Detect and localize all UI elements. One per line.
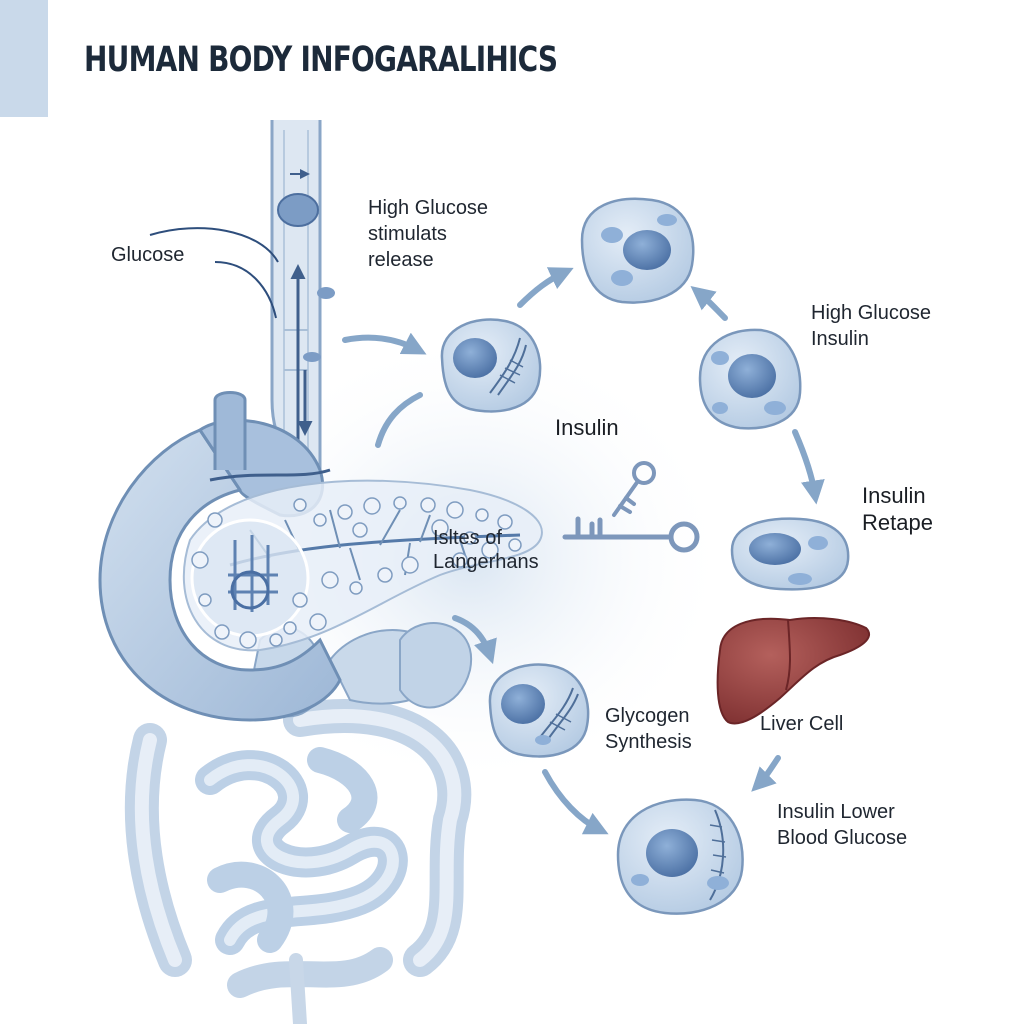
flow-arrows <box>342 267 825 835</box>
acinus-dot <box>239 631 257 649</box>
acinus-dot <box>393 496 407 510</box>
acinus-dot <box>475 508 489 522</box>
acinus-dot <box>377 567 393 583</box>
acinus-dot <box>313 513 327 527</box>
intestines <box>124 699 472 1024</box>
acinus-dot <box>463 531 477 545</box>
cell-top <box>580 197 695 304</box>
label-islets-of-langerhans: Isltes of Langerhans <box>433 526 539 574</box>
cell-flat <box>730 517 850 591</box>
acinus-dot <box>269 633 283 647</box>
label-line: Synthesis <box>605 731 692 753</box>
acinus-dot <box>309 613 327 631</box>
label-line: Glycogen <box>605 705 690 727</box>
page-title: HUMAN BODY INFOGARALIHICS <box>84 40 558 80</box>
cell-bottom <box>616 798 744 915</box>
label-glucose: Glucose <box>111 244 185 266</box>
cell-right <box>698 328 802 430</box>
acinus-dot <box>198 593 212 607</box>
acinus-dot <box>497 514 513 530</box>
pancreas <box>182 479 543 652</box>
acinus-dot <box>401 556 419 574</box>
label-line: Blood Glucose <box>777 827 908 849</box>
acinus-dot <box>363 497 381 515</box>
corner-accent-tab <box>0 0 48 117</box>
acinus-dot <box>420 497 436 513</box>
label-liver-cell: Liver Cell <box>760 713 844 735</box>
acinus-dot <box>337 504 353 520</box>
acinus-dot <box>481 541 499 559</box>
acinus-dot <box>508 538 522 552</box>
acini-dots <box>191 496 522 649</box>
cell-glycogen <box>488 663 590 758</box>
label-line: High Glucose <box>811 302 932 324</box>
acinus-dot <box>349 581 363 595</box>
label-line: Retape <box>862 510 933 535</box>
label-glycogen-synthesis: Glycogen Synthesis <box>605 703 692 755</box>
label-high-glucose-stimulates: High Glucose stimulats release <box>368 195 488 273</box>
label-insulin-retape: Insulin Retape <box>862 482 933 536</box>
liver-icon <box>716 617 870 725</box>
islet-cluster <box>228 535 278 612</box>
label-insulin-lower-blood-glucose: Insulin Lower Blood Glucose <box>777 799 907 851</box>
acinus-dot <box>191 551 209 569</box>
label-line: release <box>368 249 434 271</box>
acinus-dot <box>352 522 368 538</box>
key-icon-small <box>612 461 656 517</box>
esophagus <box>270 120 335 472</box>
label-line: Insulin Lower <box>777 801 895 823</box>
label-line: stimulats <box>368 223 447 245</box>
key-icon <box>562 516 700 553</box>
acinus-dot <box>292 592 308 608</box>
cell-insulin <box>440 318 542 413</box>
label-line: Langerhans <box>433 551 539 573</box>
acinus-dot <box>446 501 464 519</box>
islets-of-langerhans-zoom <box>190 518 310 638</box>
label-line: Insulin <box>811 328 869 350</box>
label-insulin: Insulin <box>555 415 619 440</box>
acinus-dot <box>214 624 230 640</box>
label-line: Isltes of <box>433 527 502 549</box>
label-line: High Glucose <box>368 197 489 219</box>
acinus-dot <box>283 621 297 635</box>
glucose-pointer-lines <box>149 227 279 319</box>
acinus-dot <box>293 498 307 512</box>
acinus-dot <box>207 512 223 528</box>
label-line: Insulin <box>862 483 926 508</box>
acinus-dot <box>321 571 339 589</box>
label-high-glucose-insulin: High Glucose Insulin <box>811 300 931 352</box>
acinus-dot <box>452 552 468 568</box>
acinus-dot <box>431 519 449 537</box>
